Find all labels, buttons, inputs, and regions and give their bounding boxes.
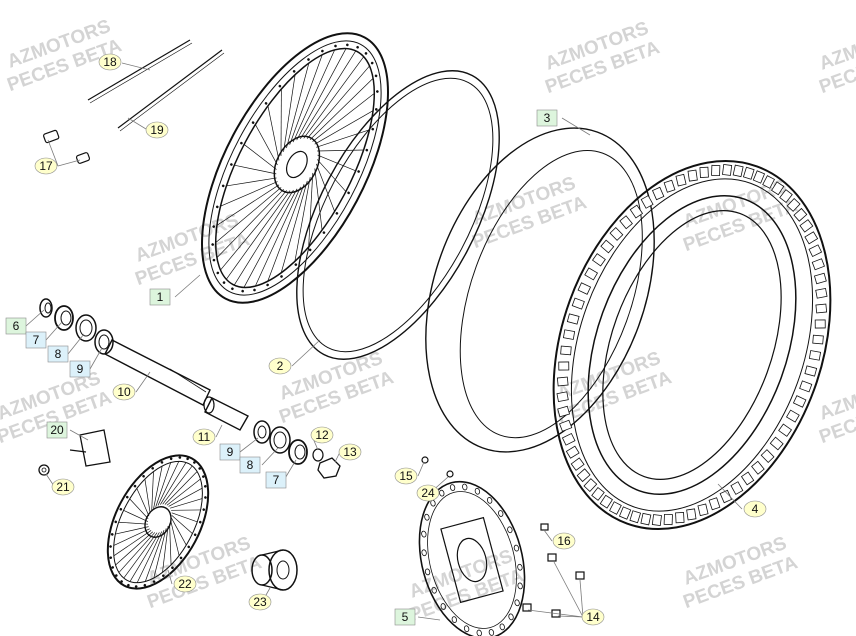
nipple-parts xyxy=(43,129,91,164)
callout-number: 5 xyxy=(402,610,409,624)
callout-number: 9 xyxy=(77,362,84,376)
callout-6: 6 xyxy=(5,317,27,335)
callout-14: 14 xyxy=(581,608,605,626)
callout-number: 7 xyxy=(33,333,40,347)
callout-number: 21 xyxy=(56,480,70,494)
callout-17: 17 xyxy=(34,157,58,175)
callout-16: 16 xyxy=(552,532,576,550)
callout-19: 19 xyxy=(145,121,169,139)
complete-wheel-thumbnail xyxy=(106,454,210,590)
callout-number: 4 xyxy=(752,502,759,516)
callout-15: 15 xyxy=(394,467,418,485)
axle-assembly xyxy=(39,298,341,479)
callout-number: 10 xyxy=(117,385,131,399)
hub xyxy=(251,549,298,591)
callout-number: 15 xyxy=(399,469,413,483)
callout-4: 4 xyxy=(743,500,767,518)
callout-number: 19 xyxy=(150,123,164,137)
small-nut xyxy=(38,464,50,476)
callout-number: 23 xyxy=(253,595,267,609)
callout-number: 20 xyxy=(50,423,64,437)
callout-number: 18 xyxy=(103,55,117,69)
callout-number: 1 xyxy=(157,290,164,304)
callout-20: 20 xyxy=(46,421,68,439)
callout-number: 14 xyxy=(586,610,600,624)
callout-9: 9 xyxy=(219,443,241,461)
callout-2: 2 xyxy=(268,357,292,375)
callout-3: 3 xyxy=(536,109,558,127)
callout-11: 11 xyxy=(192,428,216,446)
brake-disc xyxy=(418,480,526,636)
callout-1: 1 xyxy=(149,288,171,306)
spoke-parts xyxy=(87,39,225,132)
callout-number: 22 xyxy=(178,577,192,591)
callout-7: 7 xyxy=(265,471,287,489)
callout-22: 22 xyxy=(173,575,197,593)
callout-12: 12 xyxy=(310,426,334,444)
callout-8: 8 xyxy=(47,345,69,363)
callout-5: 5 xyxy=(394,608,416,626)
callout-number: 17 xyxy=(39,159,53,173)
mud-plate xyxy=(69,429,111,467)
callout-number: 7 xyxy=(273,473,280,487)
main-wheel xyxy=(201,32,389,304)
inner-tube xyxy=(425,127,655,453)
callout-number: 8 xyxy=(247,458,254,472)
callout-10: 10 xyxy=(112,383,136,401)
callout-number: 9 xyxy=(227,445,234,459)
callout-number: 24 xyxy=(421,486,435,500)
callout-number: 8 xyxy=(55,347,62,361)
callout-number: 2 xyxy=(277,359,284,373)
callout-number: 13 xyxy=(343,445,357,459)
callout-23: 23 xyxy=(248,593,272,611)
callout-9: 9 xyxy=(69,360,91,378)
callout-number: 6 xyxy=(13,319,20,333)
callout-number: 3 xyxy=(544,111,551,125)
callout-number: 12 xyxy=(315,428,329,442)
callout-13: 13 xyxy=(338,443,362,461)
callout-layer: 1819171678910234202111987121315241622235… xyxy=(5,53,767,626)
callout-18: 18 xyxy=(98,53,122,71)
callout-21: 21 xyxy=(51,478,75,496)
callout-number: 11 xyxy=(198,430,211,444)
callout-24: 24 xyxy=(416,484,440,502)
callout-7: 7 xyxy=(25,331,47,349)
disc-bolts xyxy=(421,456,585,618)
callout-number: 16 xyxy=(557,534,571,548)
callout-8: 8 xyxy=(239,456,261,474)
